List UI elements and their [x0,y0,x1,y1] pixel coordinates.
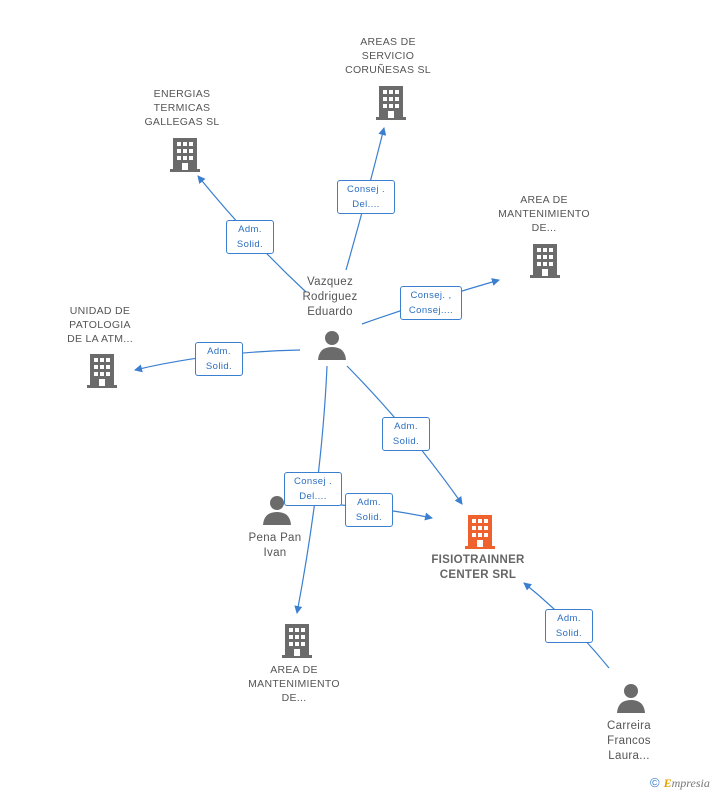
node-label-areas-servicio[interactable]: AREAS DE SERVICIO CORUÑESAS SL [345,36,431,76]
edge-label-adm-solid[interactable]: Adm. Solid. [226,220,274,254]
brand-rest: mpresia [671,776,710,790]
edge-label-consej-del[interactable]: Consej . Del.... [284,472,342,506]
edge-label-consej-del[interactable]: Consej . Del.... [337,180,395,214]
brand-e: E [663,776,672,790]
edge-label-adm-solid[interactable]: Adm. Solid. [195,342,243,376]
building-icon[interactable] [85,352,119,388]
building-icon[interactable] [528,242,562,278]
empresia-logo: ©Empresia [650,775,710,791]
node-label-pena[interactable]: Pena Pan Ivan [248,532,302,559]
edge-label-adm-solid[interactable]: Adm. Solid. [345,493,393,527]
node-label-energias[interactable]: ENERGIAS TERMICAS GALLEGAS SL [144,88,220,128]
building-icon[interactable] [168,136,202,172]
node-label-area-mant-1[interactable]: AREA DE MANTENIMIENTO DE... [498,194,590,234]
person-icon[interactable] [616,683,646,713]
building-icon-main[interactable] [463,513,497,549]
building-icon[interactable] [280,622,314,658]
node-label-area-mant-2[interactable]: AREA DE MANTENIMIENTO DE... [248,664,340,704]
building-icon[interactable] [374,84,408,120]
person-icon[interactable] [317,330,347,360]
node-label-fisiotrainner[interactable]: FISIOTRAINNER CENTER SRL [431,554,525,581]
edge-label-adm-solid[interactable]: Adm. Solid. [545,609,593,643]
node-label-unidad[interactable]: UNIDAD DE PATOLOGIA DE LA ATM... [67,305,133,345]
copyright-icon: © [650,775,660,790]
node-label-vazquez[interactable]: Vazquez Rodriguez Eduardo [302,276,358,318]
person-icon[interactable] [262,495,292,525]
edge-label-consej-consej[interactable]: Consej. , Consej.... [400,286,462,320]
node-label-carreira[interactable]: Carreira Francos Laura... [607,720,651,762]
edge-label-adm-solid[interactable]: Adm. Solid. [382,417,430,451]
